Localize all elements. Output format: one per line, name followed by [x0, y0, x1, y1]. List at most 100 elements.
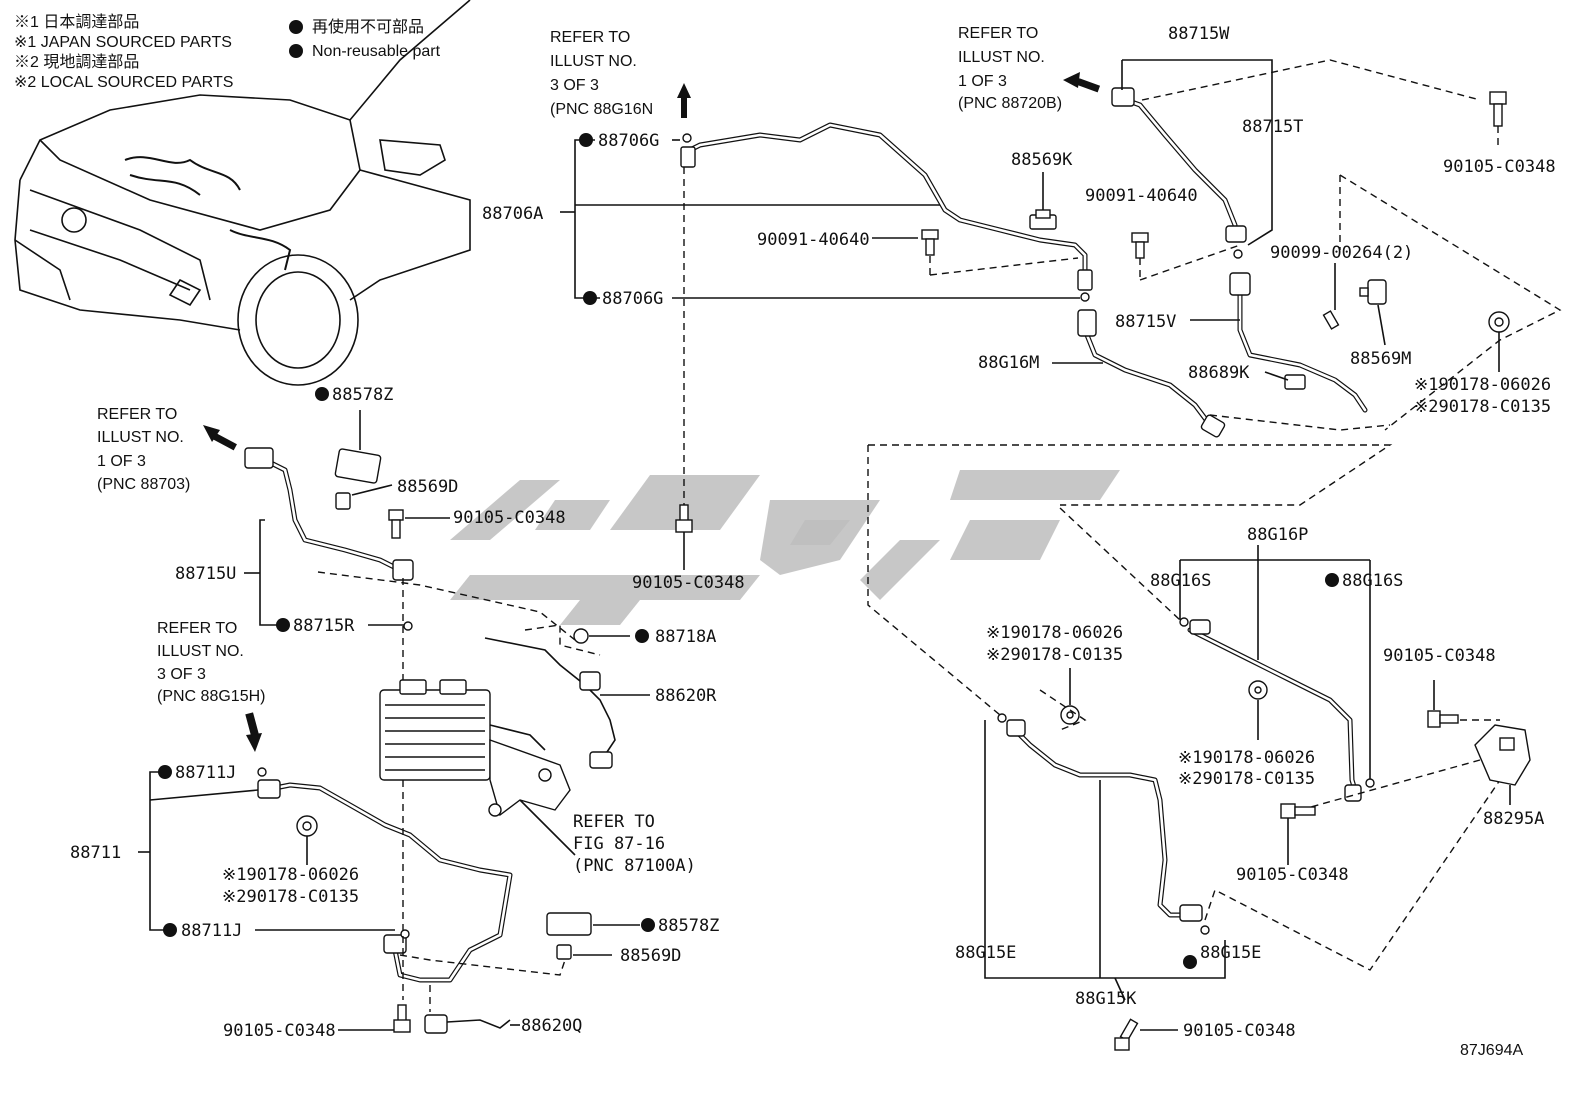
non-reusable-dot-icon: [276, 618, 290, 632]
non-reusable-dot-icon: [1325, 573, 1339, 587]
svg-text:ILLUST NO.: ILLUST NO.: [97, 429, 184, 446]
part-label-88715U: 88715U: [175, 564, 236, 584]
non-reusable-dot-icon: [579, 133, 593, 147]
part-label-90105-C0348: 90105-C0348: [1183, 1021, 1296, 1041]
svg-text:REFER TO: REFER TO: [958, 25, 1038, 42]
part-label-88711J: 88711J: [181, 921, 242, 941]
svg-text:(PNC 88703): (PNC 88703): [97, 476, 190, 493]
svg-text:(PNC 88G16N: (PNC 88G16N: [550, 101, 653, 118]
bolt-90105-icon: [1489, 91, 1507, 127]
reference-note-88720B: REFER TO ILLUST NO. 1 OF 3 (PNC 88720B): [958, 25, 1062, 112]
part-label-88620R: 88620R: [655, 686, 717, 706]
svg-text:REFER TO: REFER TO: [97, 406, 177, 423]
reference-note-88G15H: REFER TO ILLUST NO. 3 OF 3 (PNC 88G15H): [157, 620, 265, 705]
grommet-icon: [1060, 705, 1080, 725]
part-label-88G16S: 88G16S: [1342, 571, 1403, 591]
non-reusable-dot-icon: [289, 20, 303, 34]
part-label-90105-C0348: 90105-C0348: [632, 573, 745, 593]
pipe-88715W: [1111, 87, 1247, 259]
part-label-88689K: 88689K: [1188, 363, 1250, 383]
watermark-logo: [450, 470, 1120, 625]
part-label-90105-C0348: 90105-C0348: [1236, 865, 1349, 885]
clamp-88569D-icon: [556, 944, 572, 960]
vehicle-front-illustration: [14, 0, 471, 386]
legend-japan-en: ※1 JAPAN SOURCED PARTS: [14, 34, 232, 51]
part-label-290178-C0135: ※290178-C0135: [1414, 397, 1551, 417]
non-reusable-dot-icon: [163, 923, 177, 937]
protector-88578Z-icon: [546, 912, 592, 936]
part-label-88718A: 88718A: [655, 627, 716, 647]
bolt-90105-icon: [1114, 1018, 1139, 1051]
part-label-88G16S: 88G16S: [1150, 571, 1211, 591]
non-reusable-dot-icon: [641, 918, 655, 932]
clamp-88569K-icon: [1029, 209, 1057, 230]
part-label-90105-C0348: 90105-C0348: [1443, 157, 1556, 177]
svg-text:REFER TO: REFER TO: [573, 812, 655, 832]
arrow-upleft-icon-stem: [210, 432, 237, 451]
part-label-190178-06026: ※190178-06026: [222, 865, 359, 885]
arrow-down-icon: [246, 733, 262, 752]
legend: ※1 日本調達部品 ※1 JAPAN SOURCED PARTS ※2 現地調達…: [14, 13, 441, 91]
clamp-88569M-icon: [1359, 279, 1387, 305]
part-label-88711J: 88711J: [175, 763, 236, 783]
bolt-90105-icon: [388, 509, 404, 539]
bolt-90105-icon: [393, 1004, 411, 1033]
part-label-88295A: 88295A: [1483, 809, 1544, 829]
part-label-88569M: 88569M: [1350, 349, 1411, 369]
part-label-90091-40640: 90091-40640: [757, 230, 870, 250]
legend-nonreusable-jp: 再使用不可部品: [312, 18, 424, 36]
bolt-90091-icon: [921, 229, 939, 256]
sensor-wire-88620R: [484, 637, 616, 769]
reference-note-88703: REFER TO ILLUST NO. 1 OF 3 (PNC 88703): [97, 406, 190, 493]
arrow-upleft-icon: [203, 425, 220, 442]
svg-text:1 OF 3: 1 OF 3: [97, 453, 146, 470]
svg-text:(PNC 87100A): (PNC 87100A): [573, 856, 696, 876]
pipe-88715U: [244, 447, 414, 631]
pipe-88G15E: [997, 713, 1210, 935]
pipe-88711: [257, 767, 513, 983]
part-label-88G16M: 88G16M: [978, 353, 1039, 373]
part-label-88715R: 88715R: [293, 616, 355, 636]
part-label-88G15K: 88G15K: [1075, 989, 1137, 1009]
legend-nonreusable-en: Non-reusable part: [312, 43, 441, 60]
grommet-icon: [1488, 311, 1510, 333]
part-label-88711: 88711: [70, 843, 121, 863]
pipe-88G16M: [1077, 309, 1226, 438]
bolt-90105-icon: [1427, 710, 1459, 728]
part-label-88569D: 88569D: [620, 946, 681, 966]
legend-japan-jp: ※1 日本調達部品: [14, 13, 139, 31]
svg-text:(PNC 88720B): (PNC 88720B): [958, 95, 1062, 112]
oil-cooler-assembly: [379, 679, 571, 817]
arrow-left-icon-stem: [1076, 78, 1101, 93]
arrow-down-icon-stem: [245, 712, 259, 736]
part-label-88G15E: 88G15E: [955, 943, 1016, 963]
part-label-88578Z: 88578Z: [658, 916, 719, 936]
bracket-88295A: [1474, 724, 1531, 786]
svg-text:FIG 87-16: FIG 87-16: [573, 834, 665, 854]
part-label-88578Z: 88578Z: [332, 385, 393, 405]
arrow-up-icon-stem: [681, 98, 687, 118]
grommet-icon: [1248, 680, 1268, 700]
part-label-88620Q: 88620Q: [521, 1016, 582, 1036]
non-reusable-dot-icon: [635, 629, 649, 643]
part-label-88G16P: 88G16P: [1247, 525, 1308, 545]
part-label-88715T: 88715T: [1242, 117, 1303, 137]
non-reusable-dot-icon: [583, 291, 597, 305]
part-label-290178-C0135: ※290178-C0135: [1178, 769, 1315, 789]
part-label-88G15E: 88G15E: [1200, 943, 1261, 963]
legend-local-en: ※2 LOCAL SOURCED PARTS: [14, 74, 233, 91]
part-label-90105-C0348: 90105-C0348: [1383, 646, 1496, 666]
clamp-88689K-icon: [1284, 374, 1306, 390]
arrow-left-icon: [1063, 72, 1080, 88]
svg-text:ILLUST NO.: ILLUST NO.: [550, 53, 637, 70]
non-reusable-dot-icon: [289, 44, 303, 58]
svg-text:3 OF 3: 3 OF 3: [157, 666, 206, 683]
svg-text:(PNC 88G15H): (PNC 88G15H): [157, 688, 265, 705]
part-label-88715V: 88715V: [1115, 312, 1176, 332]
pipe-88715V: [1229, 272, 1368, 413]
svg-text:3 OF 3: 3 OF 3: [550, 77, 599, 94]
non-reusable-dot-icon: [158, 765, 172, 779]
grommet-88718A-icon: [573, 628, 589, 644]
part-label-90105-C0348: 90105-C0348: [453, 508, 566, 528]
pipe-88G16P: [1179, 617, 1375, 802]
